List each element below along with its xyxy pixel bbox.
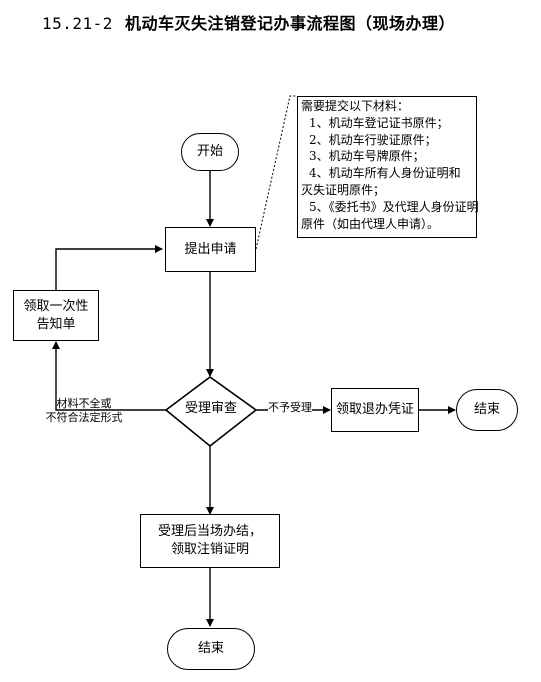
end-right-node: 结束 xyxy=(456,389,518,431)
start-label: 开始 xyxy=(196,144,223,159)
apply-node: 提出申请 xyxy=(165,227,256,272)
start-node: 开始 xyxy=(181,133,239,171)
refund-label: 领取退办凭证 xyxy=(335,402,414,417)
materials-item: 3、机动车号牌原件； xyxy=(309,149,425,164)
materials-item: 4、机动车所有人身份证明和 xyxy=(309,166,461,181)
notice-label-line2: 告知单 xyxy=(36,316,76,332)
materials-item: 5、《委托书》及代理人身份证明 xyxy=(309,199,479,214)
accept-label-line2: 领取注销证明 xyxy=(170,542,249,557)
refund-node: 领取退办凭证 xyxy=(331,388,419,432)
arrow-notice-to-apply xyxy=(55,245,163,290)
end-right-label: 结束 xyxy=(473,402,500,417)
materials-callout-line xyxy=(255,95,297,250)
incomplete-label-line2: 不符合法定形式 xyxy=(45,411,123,424)
accept-label-line1: 受理后当场办结， xyxy=(157,524,262,539)
materials-item: 2、机动车行驶证原件； xyxy=(309,132,437,147)
reject-edge-label: 不予受理 xyxy=(268,401,312,415)
materials-heading: 需要提交以下材料： xyxy=(301,99,410,113)
title-number: 15.21-2 xyxy=(42,14,113,33)
incomplete-label-line1: 材料不全或 xyxy=(56,397,112,410)
title-text: 机动车灭失注销登记办事流程图（现场办理） xyxy=(124,14,455,33)
review-diamond xyxy=(164,376,258,448)
notice-label-line1: 领取一次性 xyxy=(23,298,89,314)
materials-item: 灭失证明原件； xyxy=(301,182,386,197)
page-title: 15.21-2 机动车灭失注销登记办事流程图（现场办理） xyxy=(42,10,455,34)
arrow-review-to-notice xyxy=(52,341,166,411)
end-bottom-node: 结束 xyxy=(167,628,255,670)
materials-list: 需要提交以下材料： 1、机动车登记证书原件； 2、机动车行驶证原件； 3、机动车… xyxy=(297,96,479,238)
materials-item: 原件（如由代理人申请）。 xyxy=(301,216,440,231)
incomplete-edge-label: 材料不全或 不符合法定形式 xyxy=(44,397,124,425)
accept-node: 受理后当场办结， 领取注销证明 xyxy=(140,514,280,568)
materials-item: 1、机动车登记证书原件； xyxy=(309,115,449,130)
notice-node: 领取一次性 告知单 xyxy=(13,290,99,341)
end-bottom-label: 结束 xyxy=(197,641,224,656)
review-label: 受理审查 xyxy=(184,401,237,416)
apply-label: 提出申请 xyxy=(184,241,237,257)
